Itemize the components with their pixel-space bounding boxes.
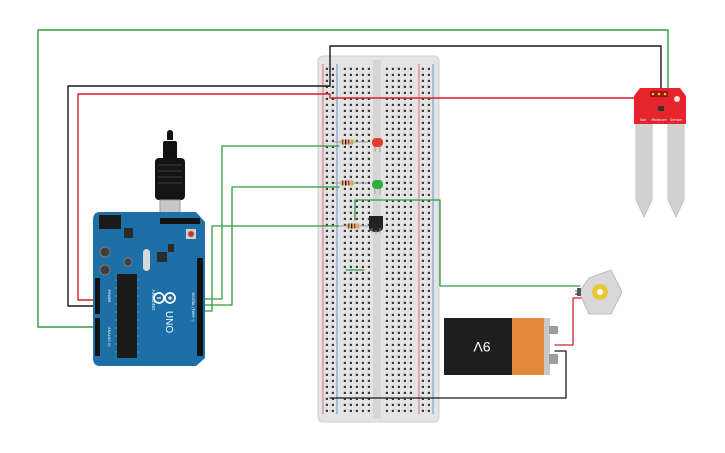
resistor-2 (334, 180, 368, 186)
dc-motor (575, 269, 623, 315)
arduino-uno: UNO ARDUINO ANALOG IN POWER DIGITAL (PWM… (93, 130, 205, 366)
sensor-probe-right (667, 114, 685, 218)
breadboard-terminal-right (384, 66, 414, 412)
analog-header (95, 318, 100, 356)
wire-ground-main (67, 85, 331, 307)
arduino-digital-label: DIGITAL (PWM~) (191, 292, 195, 322)
sensor-probe-left (635, 114, 653, 218)
resistor-3 (340, 223, 372, 229)
wire-motor-control (354, 199, 581, 287)
breadboard-channel (373, 60, 381, 418)
wires (37, 29, 669, 399)
soil-moisture-sensor: Soil Moisture Sensor (634, 88, 686, 218)
digital-header (197, 258, 203, 356)
sensor-label-soil: Soil (640, 118, 646, 122)
power-header (95, 278, 100, 314)
wire-battery-black (329, 350, 567, 399)
breadboard (317, 55, 440, 423)
usb-plug-icon (155, 130, 185, 219)
breadboard-terminal-left (342, 66, 372, 412)
wire-sensor-signal (37, 29, 669, 328)
wire-ground-sensor (329, 45, 662, 93)
breadboard-rail-left (324, 66, 336, 412)
arduino-brand-label: ARDUINO (151, 290, 156, 311)
power-jack (99, 215, 121, 229)
arduino-power-label: POWER (107, 290, 111, 304)
wire-led-red (204, 145, 340, 300)
breadboard-rail-right (420, 66, 432, 412)
led-red (372, 138, 383, 152)
led-green (372, 180, 383, 194)
wire-motor-red (554, 297, 582, 346)
arduino-analog-label: ANALOG IN (107, 327, 111, 347)
infinity-logo-icon (153, 292, 176, 304)
atmega-chip (117, 274, 137, 358)
transistor (369, 216, 383, 234)
resistor-1 (334, 139, 368, 145)
wire-transistor-base (204, 225, 340, 312)
sensor-label-moisture: Moisture (651, 118, 666, 122)
battery-label: 9V (473, 339, 491, 355)
wire-led-green (204, 186, 340, 306)
battery-9v: 9V (444, 318, 558, 375)
wire-power-5v (77, 93, 653, 301)
arduino-model-label: UNO (163, 311, 174, 333)
sensor-label-sensor: Sensor (670, 118, 683, 122)
